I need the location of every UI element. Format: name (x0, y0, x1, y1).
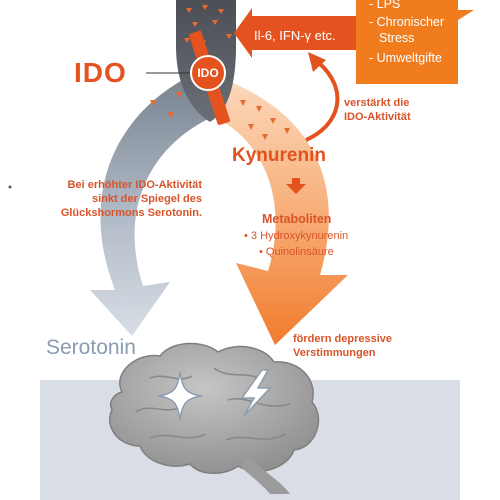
sparkle-icon (157, 371, 203, 421)
metabolite-item: • 3 Hydroxykynurenin (244, 230, 349, 242)
trigger-text: Umweltgifte (376, 51, 442, 65)
note-line: Glückshormons Serotonin. (60, 207, 202, 219)
metabolites-title: Metaboliten (262, 212, 332, 226)
feedback-arrow (305, 60, 340, 142)
edge-mark (8, 185, 12, 189)
metabolite-text: Quinolinsäure (265, 246, 334, 258)
amplifies-line: verstärkt die (344, 97, 410, 109)
cytokine-label: Il-6, IFN-γ etc. (254, 28, 336, 43)
trigger-box (356, 0, 474, 84)
serotonin-label: Serotonin (46, 336, 136, 359)
kynurenin-arc (216, 80, 348, 345)
trigger-text: LPS (376, 0, 401, 11)
arc-triangles (150, 92, 290, 140)
trigger-item: - LPS (369, 0, 400, 12)
feedback-arrowhead (308, 52, 326, 72)
metabolite-text: 3 Hydroxykynurenin (250, 230, 349, 242)
kynurenin-label: Kynurenin (232, 145, 326, 166)
serotonin-note: Bei erhöhter IDO-Aktivität sinkt der Spie… (34, 178, 202, 220)
cytokine-arrow (234, 8, 360, 58)
note-line: sinkt der Spiegel des (91, 193, 202, 205)
amplifies-line: IDO-Aktivität (344, 111, 411, 123)
depression-line: Verstimmungen (293, 347, 376, 359)
brain-icon (109, 342, 320, 494)
depression-line: fördern depressive (293, 333, 393, 345)
lightning-icon (240, 369, 272, 417)
ido-label: IDO (74, 57, 127, 88)
ido-circle-label: IDO (197, 66, 219, 80)
note-line: Bei erhöhter IDO-Aktivität (67, 179, 202, 191)
trigger-item-continued: Stress (379, 31, 415, 45)
trigger-item: - Umweltgifte (369, 51, 442, 65)
trigger-item: - Chronischer (369, 15, 445, 29)
trigger-text: Chronischer (376, 15, 445, 29)
metabolite-item: • Quinolinsäure (259, 246, 334, 258)
kynurenin-down-arrow (286, 178, 306, 194)
ido-circle (190, 55, 226, 91)
serotonin-arc (90, 78, 210, 336)
